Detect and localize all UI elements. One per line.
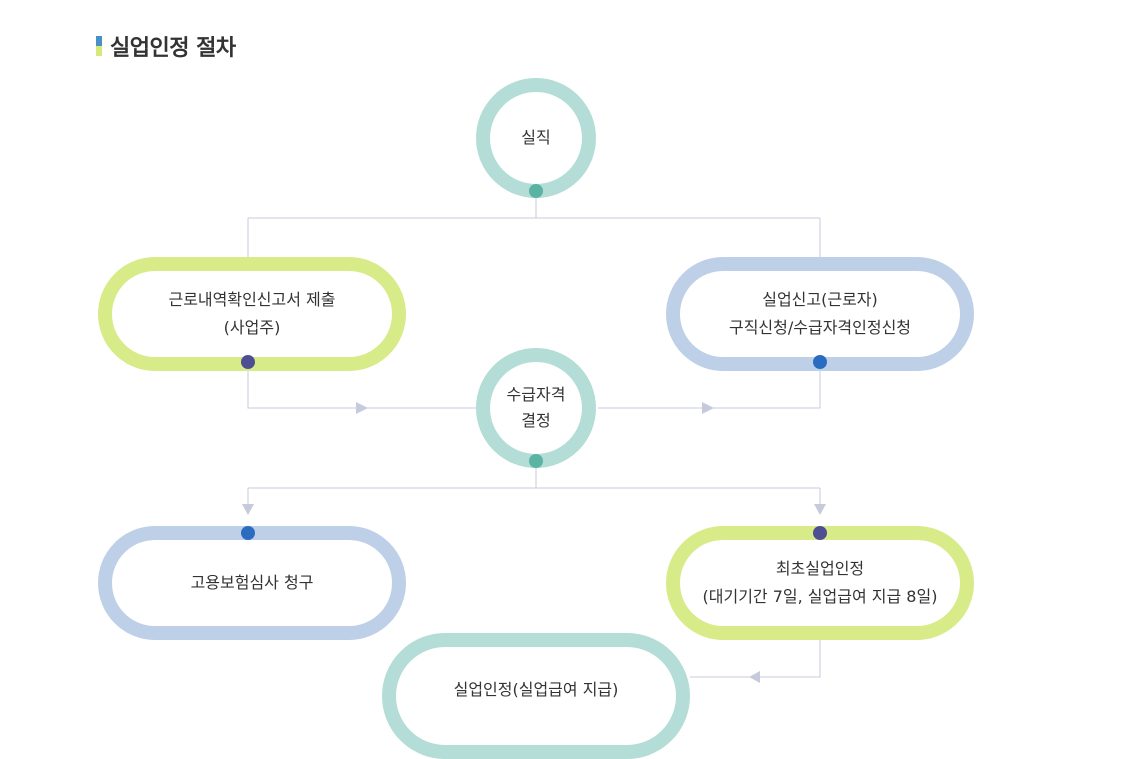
heading-bullet-icon — [96, 36, 102, 56]
page-title: 실업인정 절차 — [110, 36, 236, 61]
step-worker-report-label: 실업신고(근로자) — [762, 290, 878, 309]
step-first-recognition: 최초실업인정 (대기기간 7일, 실업급여 지급 8일) — [666, 526, 974, 640]
connector-employer-to-eligibility — [247, 362, 476, 409]
arrow-down-icon — [242, 504, 254, 515]
step-job-loss: 실직 — [476, 78, 596, 198]
section-heading: 실업인정 절차 — [96, 30, 236, 62]
arrow-down-icon — [814, 504, 826, 515]
step-appeal-label: 고용보험심사 청구 — [190, 573, 314, 592]
connector-dot — [241, 355, 255, 369]
connector-dot — [529, 184, 543, 198]
connector-job-loss-to-branches — [247, 191, 821, 258]
connector-lines — [242, 191, 826, 683]
step-eligibility-sublabel: 결정 — [521, 411, 551, 430]
step-employer-report-label: 근로내역확인신고서 제출 — [168, 290, 336, 309]
step-eligibility-label: 수급자격 — [506, 385, 566, 404]
step-eligibility: 수급자격 결정 — [476, 348, 596, 468]
step-employer-report: 근로내역확인신고서 제출 (사업주) — [98, 257, 406, 371]
step-employer-report-sublabel: (사업주) — [223, 318, 281, 337]
step-worker-report: 실업신고(근로자) 구직신청/수급자격인정신청 — [666, 257, 974, 371]
arrow-right-icon — [356, 402, 368, 414]
connector-dot — [813, 355, 827, 369]
arrow-left-icon — [749, 671, 760, 683]
connector-dot — [529, 454, 543, 468]
step-job-loss-label: 실직 — [521, 128, 551, 147]
step-recognition-label: 실업인정(실업급여 지급) — [453, 680, 619, 699]
step-first-recognition-label: 최초실업인정 — [775, 559, 865, 578]
step-worker-report-sublabel: 구직신청/수급자격인정신청 — [728, 318, 912, 337]
connector-first-to-recognition — [690, 640, 821, 678]
step-first-recognition-sublabel: (대기기간 7일, 실업급여 지급 8일) — [702, 587, 938, 606]
step-recognition: 실업인정(실업급여 지급) — [382, 633, 690, 759]
connector-worker-to-eligibility — [598, 362, 821, 409]
connector-dot — [241, 526, 255, 540]
arrow-right-icon — [702, 402, 714, 414]
connector-eligibility-to-outcomes — [247, 461, 821, 514]
connector-dot — [813, 526, 827, 540]
step-appeal: 고용보험심사 청구 — [98, 526, 406, 640]
